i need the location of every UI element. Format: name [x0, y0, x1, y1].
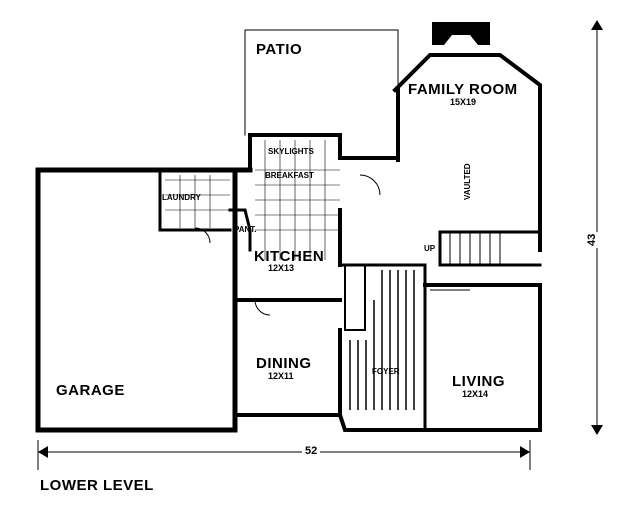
- tile-grid: [165, 140, 340, 260]
- patio-outline: [244, 29, 399, 136]
- pantry-wall: [228, 208, 252, 252]
- foyer-wall: [338, 263, 427, 432]
- family-room-wall: [392, 53, 542, 252]
- door-swings: [194, 174, 381, 316]
- laundry-wall: [158, 168, 232, 232]
- family-room-dimensions: 15X19: [450, 97, 477, 107]
- living-label: LIVING: [452, 373, 506, 390]
- pantry-label: PANT.: [234, 225, 257, 234]
- kitchen-dimensions: 12X13: [268, 263, 295, 273]
- kitchen-label: KITCHEN: [254, 248, 325, 265]
- family-room-label: FAMILY ROOM: [408, 81, 518, 98]
- laundry-label: LAUNDRY: [162, 193, 201, 202]
- stair-treads: [425, 232, 501, 291]
- vaulted-label: VAULTED: [463, 163, 472, 200]
- living-dimensions: 12X14: [462, 389, 489, 399]
- width-dimension: 52: [302, 446, 321, 457]
- garage-label: GARAGE: [56, 382, 125, 399]
- dimension-arrows: [38, 20, 603, 458]
- dining-label: DINING: [256, 355, 312, 372]
- living-wall: [423, 283, 542, 432]
- foyer-floor-pattern: [349, 270, 415, 410]
- stairs-up-label: UP: [424, 244, 436, 253]
- dining-dimensions: 12X11: [268, 371, 294, 381]
- breakfast-wall: [248, 133, 400, 160]
- patio-label: PATIO: [256, 41, 303, 58]
- plan-title: LOWER LEVEL: [40, 477, 154, 494]
- skylights-label: SKYLIGHTS: [268, 147, 314, 156]
- depth-dimension: 43: [586, 231, 598, 248]
- dining-wall: [233, 298, 342, 417]
- front-wall: [36, 412, 427, 432]
- dimension-ticks: [37, 440, 531, 470]
- breakfast-label: BREAKFAST: [265, 171, 314, 180]
- stair-box: [344, 264, 366, 331]
- fireplace: [432, 22, 490, 45]
- foyer-label: FOYER: [372, 367, 400, 376]
